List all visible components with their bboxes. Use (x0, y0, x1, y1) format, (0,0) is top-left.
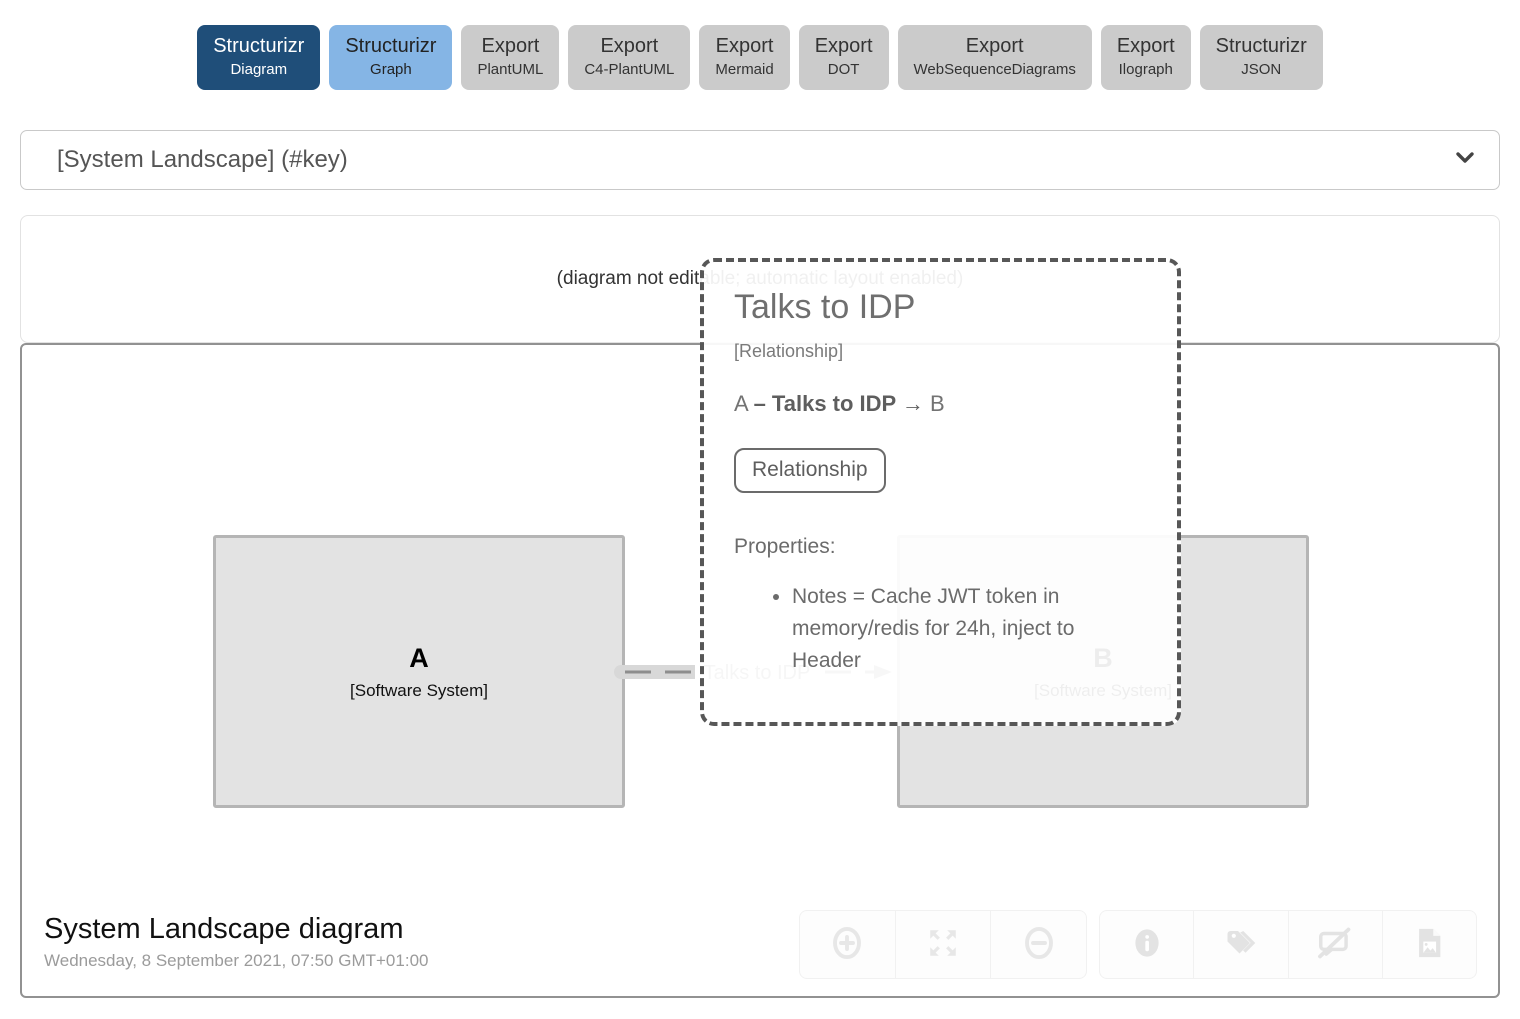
button-subtitle: C4-PlantUML (584, 61, 675, 78)
property-item: Notes = Cache JWT token in memory/redis … (792, 581, 1122, 677)
tags-button[interactable] (1193, 911, 1287, 978)
diagram-canvas: A [Software System] B [Software System] … (20, 343, 1500, 998)
zoom-in-button[interactable] (800, 911, 895, 978)
structurizr-json-button[interactable]: Structurizr JSON (1199, 25, 1323, 90)
hide-descriptions-button[interactable] (1287, 911, 1382, 978)
button-subtitle: DOT (827, 61, 860, 78)
button-subtitle: Graph (370, 61, 412, 78)
button-subtitle: JSON (1241, 61, 1282, 78)
image-export-icon (1412, 926, 1446, 963)
zoom-controls-group (799, 910, 1087, 979)
button-subtitle: PlantUML (477, 61, 544, 78)
tooltip-title: Talks to IDP (734, 288, 916, 326)
relationship-highlight (614, 665, 702, 679)
button-subtitle: WebSequenceDiagrams (913, 61, 1076, 78)
relationship-source: A (734, 391, 754, 416)
button-title: Export (715, 35, 774, 57)
info-icon (1130, 926, 1164, 963)
structurizr-graph-button[interactable]: Structurizr Graph (329, 25, 453, 90)
export-dot-button[interactable]: Export DOT (798, 25, 889, 90)
button-title: Export (814, 35, 873, 57)
expand-icon (926, 926, 960, 963)
diagram-timestamp: Wednesday, 8 September 2021, 07:50 GMT+0… (44, 951, 429, 970)
comment-slash-icon (1316, 924, 1354, 965)
info-button[interactable] (1100, 911, 1193, 978)
chevron-down-icon (1453, 145, 1477, 176)
button-title: Export (965, 35, 1024, 57)
diagram-tools-group (1099, 910, 1477, 979)
tooltip-relationship-summary: A – Talks to IDP → B (734, 391, 1147, 417)
structurizr-diagram-button[interactable]: Structurizr Diagram (197, 25, 321, 90)
fit-to-screen-button[interactable] (894, 911, 991, 978)
diagram-title: System Landscape diagram (44, 913, 404, 945)
diagram-metadata: System Landscape diagram Wednesday, 8 Se… (44, 913, 428, 971)
export-mermaid-button[interactable]: Export Mermaid (699, 25, 790, 90)
relationship-tooltip: Talks to IDP [Relationship] A – Talks to… (700, 258, 1181, 726)
export-image-button[interactable] (1381, 911, 1476, 978)
properties-list: Notes = Cache JWT token in memory/redis … (734, 581, 1147, 677)
relationship-tag-badge: Relationship (734, 448, 886, 493)
export-c4plantuml-button[interactable]: Export C4-PlantUML (568, 25, 691, 90)
button-title: Structurizr (1215, 35, 1307, 57)
button-title: Export (600, 35, 659, 57)
button-title: Export (481, 35, 540, 57)
button-subtitle: Diagram (230, 61, 288, 78)
software-system-a[interactable]: A [Software System] (213, 535, 625, 808)
export-plantuml-button[interactable]: Export PlantUML (461, 25, 560, 90)
button-subtitle: Ilograph (1118, 61, 1173, 78)
relationship-bold-label: – Talks to IDP → (753, 391, 924, 416)
zoom-in-icon (829, 925, 865, 964)
tags-icon (1223, 925, 1259, 964)
button-title: Structurizr (213, 35, 305, 57)
system-meta: [Software System] (350, 680, 488, 700)
zoom-out-button[interactable] (990, 911, 1086, 978)
diagram-selector-dropdown[interactable]: [System Landscape] (#key) (20, 130, 1500, 190)
tooltip-type: [Relationship] (734, 341, 844, 361)
button-title: Structurizr (345, 35, 437, 57)
button-subtitle: Mermaid (715, 61, 774, 78)
system-name: A (409, 642, 429, 673)
export-ilograph-button[interactable]: Export Ilograph (1100, 25, 1191, 90)
button-title: Export (1116, 35, 1175, 57)
properties-heading: Properties: (734, 535, 836, 558)
zoom-out-icon (1021, 925, 1057, 964)
relationship-target: B (923, 391, 945, 416)
export-toolbar: Structurizr Diagram Structurizr Graph Ex… (0, 25, 1520, 90)
selected-diagram-label: [System Landscape] (#key) (57, 146, 348, 173)
export-websequencediagrams-button[interactable]: Export WebSequenceDiagrams (897, 25, 1092, 90)
